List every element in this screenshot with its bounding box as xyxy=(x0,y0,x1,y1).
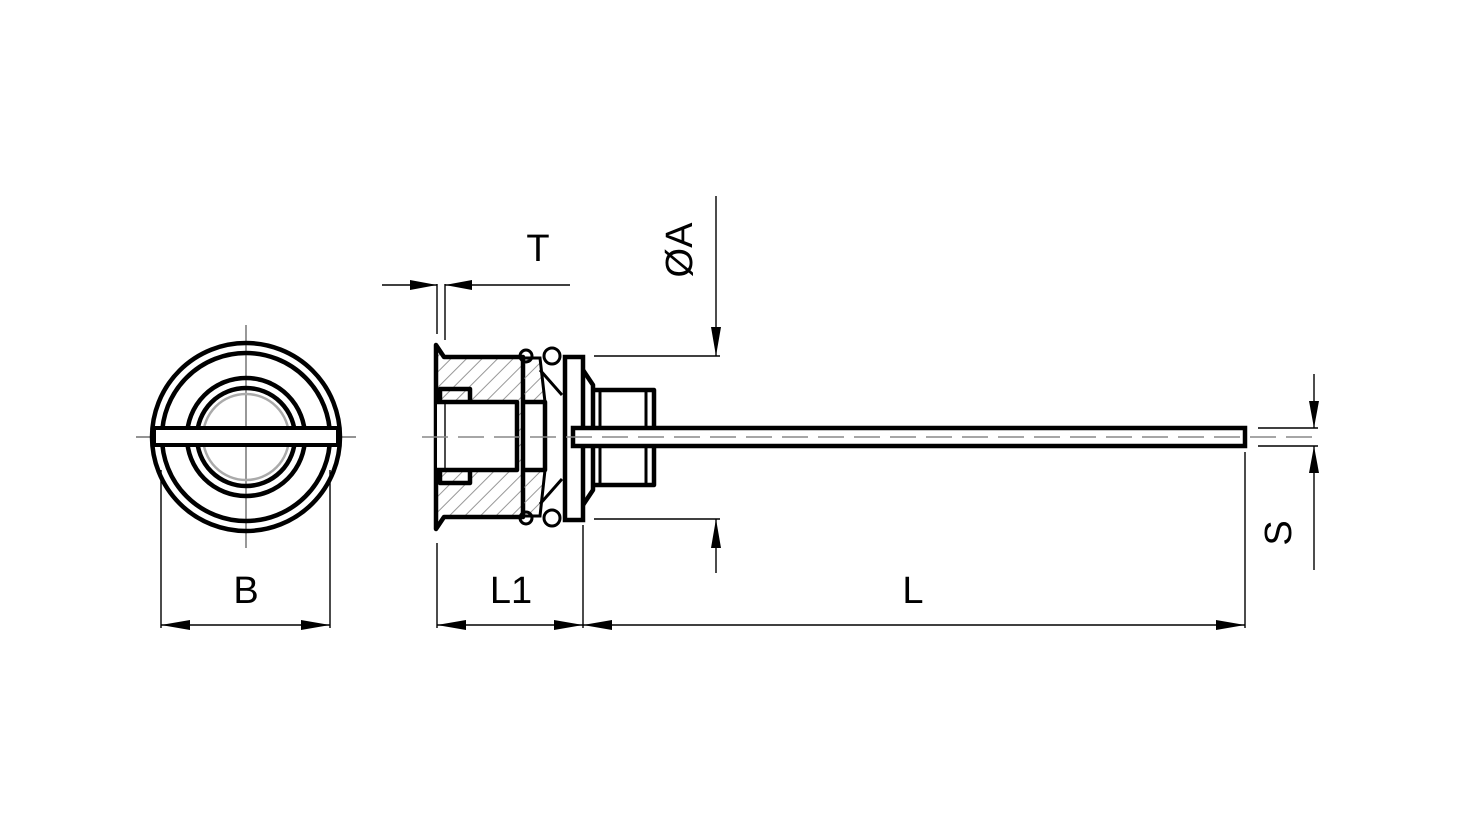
o-ring-top-left xyxy=(518,348,534,364)
dim-S-arrow-bottom xyxy=(1309,446,1319,473)
dimension-B: B xyxy=(160,470,331,630)
cap-bore-step-bottom xyxy=(437,470,473,486)
dim-L1-label: L1 xyxy=(490,570,532,612)
cap-bore-step-top xyxy=(437,386,473,402)
dim-S-label: S xyxy=(1258,520,1300,545)
dim-S-arrow-top xyxy=(1309,401,1319,428)
dimension-L1: L1 xyxy=(436,525,584,630)
end-view xyxy=(136,325,356,548)
o-ring-bottom-left xyxy=(518,510,534,526)
wedge-line-bottom xyxy=(538,478,564,505)
dim-L-arrow-right xyxy=(1216,620,1245,630)
cap-bore-outline xyxy=(437,399,520,473)
dim-A-arrow-bottom xyxy=(711,519,721,548)
dim-L1-arrow-right xyxy=(554,620,583,630)
sleeve-lower-hatch xyxy=(521,468,547,518)
side-view xyxy=(422,342,1312,532)
dimension-L: L xyxy=(583,452,1246,630)
dim-T-arrow-right xyxy=(445,280,472,290)
sleeve-upper-hatch xyxy=(521,356,547,404)
dim-B-label: B xyxy=(233,570,258,612)
dim-T-label: T xyxy=(526,228,549,270)
dim-T-arrow-left xyxy=(410,280,437,290)
o-ring-bottom-right xyxy=(542,508,562,528)
dim-L-label: L xyxy=(902,570,923,612)
dim-L-arrow-left xyxy=(583,620,612,630)
dim-B-arrow-left xyxy=(161,620,190,630)
dimension-T: T xyxy=(382,228,570,340)
cap-bore xyxy=(437,402,517,470)
end-view-slot xyxy=(152,426,340,447)
sleeve-middle xyxy=(523,399,548,473)
o-ring-top-right xyxy=(542,346,562,366)
dim-A-label: ØA xyxy=(659,222,701,278)
dimension-phiA: ØA xyxy=(594,196,721,573)
dim-B-arrow-right xyxy=(301,620,330,630)
dimension-S: S xyxy=(1258,374,1319,570)
dim-L1-arrow-left xyxy=(437,620,466,630)
wedge-line-top xyxy=(538,369,564,396)
dim-A-arrow-top xyxy=(711,327,721,356)
